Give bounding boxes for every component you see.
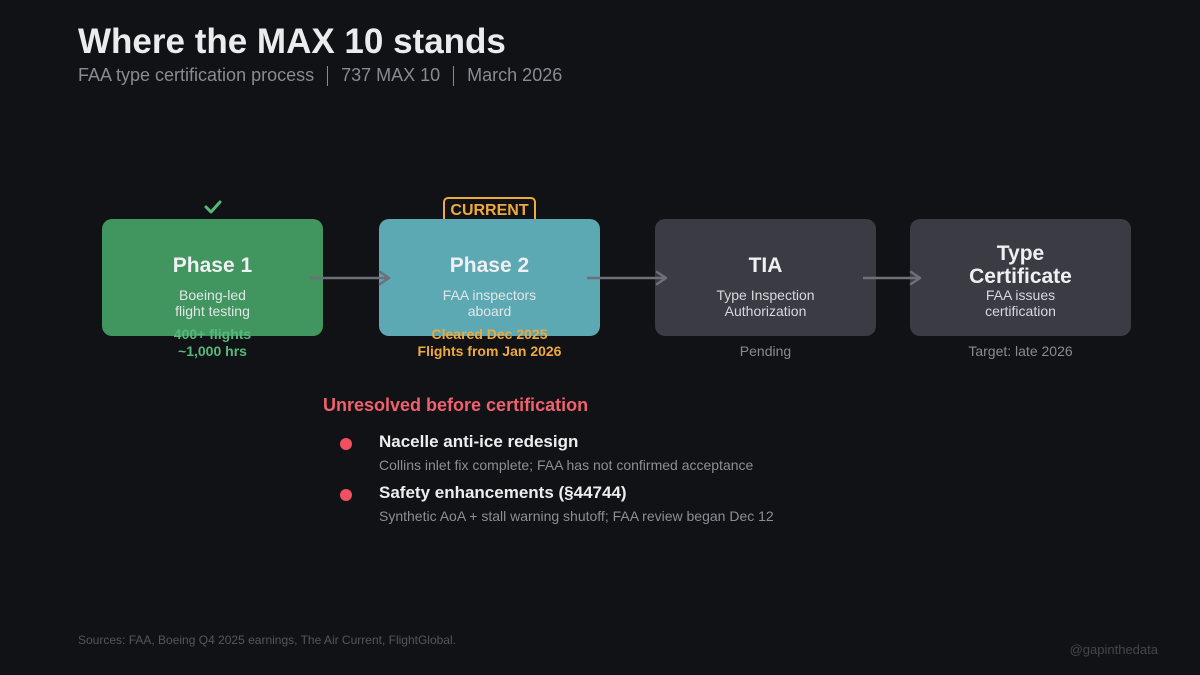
arrow-right-icon [310, 270, 391, 286]
phase-2-note-line: Flights from Jan 2026 [417, 343, 562, 359]
phase-1-note-line: 400+ flights [173, 326, 252, 342]
tia-note: Pending [739, 343, 792, 359]
type-certificate-box: Type Certificate FAA issues certificatio… [910, 219, 1131, 336]
bullet-dot-icon [340, 438, 352, 450]
subtitle-aircraft: 737 MAX 10 [341, 65, 441, 85]
type-certificate-note: Target: late 2026 [968, 343, 1073, 359]
phase-2-note: Cleared Dec 2025 Flights from Jan 2026 [379, 326, 600, 360]
subtitle-process: FAA type certification process [78, 65, 315, 85]
page-subtitle: FAA type certification process 737 MAX 1… [78, 65, 562, 86]
phase-2-desc-line: FAA inspectors [442, 287, 537, 303]
check-icon [204, 200, 222, 214]
issue-title: Safety enhancements (§44744) [379, 483, 627, 502]
tia-desc-line: Authorization [724, 303, 807, 319]
type-certificate-desc-line: certification [985, 303, 1056, 319]
subtitle-divider [327, 65, 329, 86]
type-certificate-desc-line: FAA issues [985, 287, 1056, 303]
unresolved-heading: Unresolved before certification [323, 395, 589, 415]
sources-footnote: Sources: FAA, Boeing Q4 2025 earnings, T… [78, 633, 456, 647]
phase-2-box: Phase 2 FAA inspectors aboard [379, 219, 600, 336]
phase-1-box: Phase 1 Boeing-led flight testing [102, 219, 323, 336]
subtitle-date: March 2026 [467, 65, 563, 85]
author-handle: @gapinthedata [1069, 642, 1158, 657]
phase-1-desc-line: Boeing-led [179, 287, 246, 303]
phase-1-name: Phase 1 [172, 254, 253, 277]
bullet-dot-icon [340, 489, 352, 501]
arrow-right-icon [863, 270, 922, 286]
tia-name: TIA [748, 254, 783, 277]
tia-description: Type Inspection Authorization [655, 287, 876, 319]
phase-2-name: Phase 2 [449, 254, 530, 277]
tia-desc-line: Type Inspection [716, 287, 815, 303]
phase-2-description: FAA inspectors aboard [379, 287, 600, 319]
page-title: Where the MAX 10 stands [78, 22, 506, 61]
phase-1-note: 400+ flights ~1,000 hrs [102, 326, 323, 360]
issue-detail: Synthetic AoA + stall warning shutoff; F… [379, 508, 774, 524]
type-certificate-description: FAA issues certification [910, 287, 1131, 319]
issue-detail: Collins inlet fix complete; FAA has not … [379, 457, 754, 473]
arrow-right-icon [587, 270, 668, 286]
phase-1-note-line: ~1,000 hrs [178, 343, 247, 359]
issue-title: Nacelle anti-ice redesign [379, 432, 579, 451]
phase-2-note-line: Cleared Dec 2025 [431, 326, 548, 342]
type-certificate-name: Type Certificate [969, 242, 1072, 288]
subtitle-divider [453, 65, 455, 86]
tia-box: TIA Type Inspection Authorization [655, 219, 876, 336]
phase-2-desc-line: aboard [467, 303, 512, 319]
phase-1-desc-line: flight testing [175, 303, 250, 319]
phase-1-description: Boeing-led flight testing [102, 287, 323, 319]
